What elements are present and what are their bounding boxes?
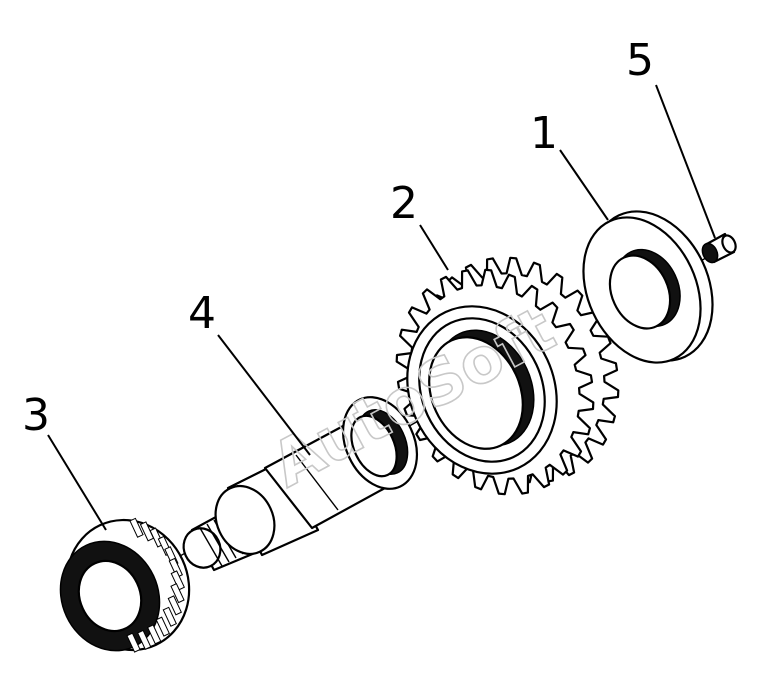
callout-4: 4 (188, 288, 216, 339)
leader-line-3 (47, 434, 107, 531)
leader-line-1 (559, 149, 609, 221)
bearing-roller (167, 595, 182, 616)
gear-part-2 (395, 256, 620, 496)
bearing-roller (139, 521, 155, 542)
leader-line-4 (217, 334, 311, 456)
shaft-part-4 (182, 396, 418, 572)
spline-groove (199, 527, 223, 567)
bearing-roller (162, 606, 177, 627)
bearing-roller (170, 583, 185, 604)
bearing-rollers (126, 517, 185, 653)
bearing-roller (129, 517, 144, 538)
bearing-roller (170, 570, 185, 591)
spline-groove (206, 523, 230, 563)
leader-line-2 (419, 224, 449, 271)
callout-3: 3 (22, 390, 50, 441)
needle-bearing-part-3 (59, 517, 191, 653)
bearing-roller (126, 632, 141, 653)
callout-5: 5 (626, 35, 654, 86)
bearing-roller (137, 629, 152, 650)
bearing-roller (147, 624, 162, 645)
bearing-roller (155, 616, 170, 637)
thrust-washer-part-1 (582, 210, 714, 364)
leader-line-5 (655, 84, 716, 239)
pin-part-5 (701, 232, 737, 264)
callout-2: 2 (390, 178, 418, 229)
callout-1: 1 (530, 108, 558, 159)
